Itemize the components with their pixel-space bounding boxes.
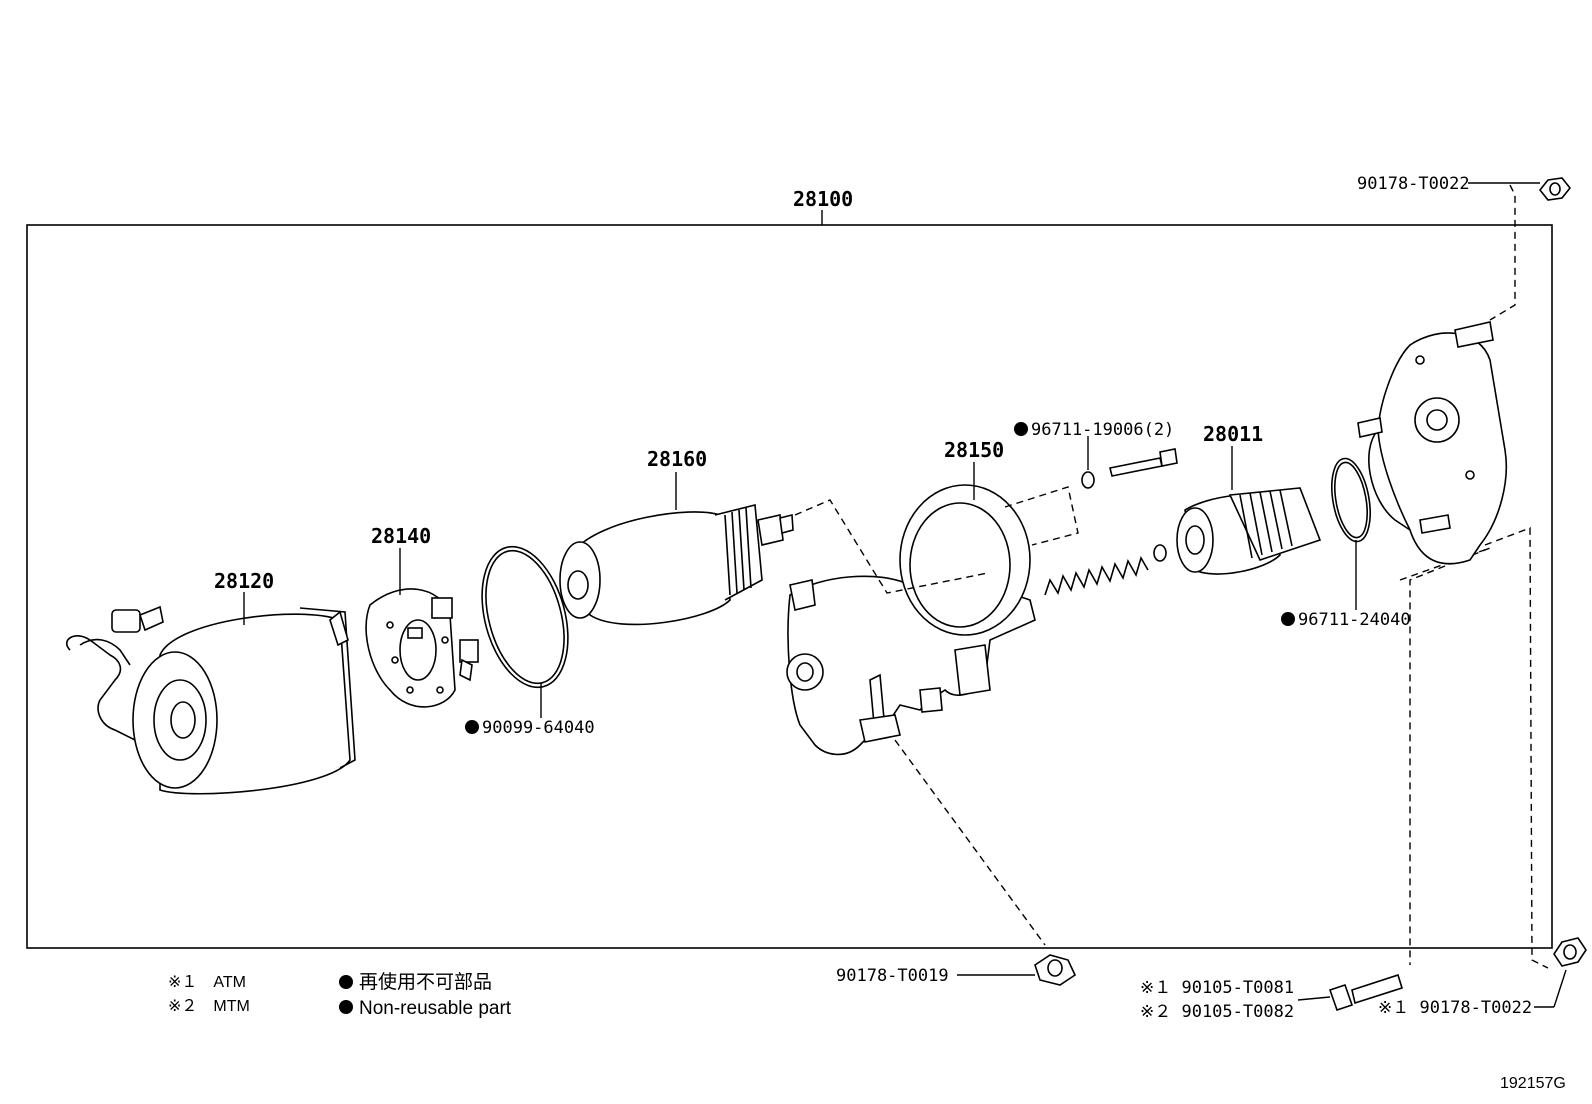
oring-96711-19006-drawing[interactable] — [1081, 448, 1178, 489]
legend-bullet-icon — [339, 1000, 353, 1014]
bolt-drawing[interactable] — [1328, 973, 1403, 1012]
assembly-boundary-box — [26, 224, 1553, 949]
label-nut-bottom[interactable]: 90178-T0019 — [836, 966, 949, 986]
leader-nut-right — [1553, 969, 1567, 1008]
nut-right-drawing[interactable] — [1553, 937, 1587, 967]
label-28150[interactable]: 28150 — [944, 438, 1004, 462]
label-28120[interactable]: 28120 — [214, 569, 274, 593]
label-bolt-atm[interactable]: ※１ 90105-T0081 — [1140, 978, 1294, 998]
oring-96711-24040-drawing[interactable] — [1326, 456, 1376, 545]
dashed-bolt-line — [1484, 526, 1549, 969]
label-28011[interactable]: 28011 — [1203, 422, 1263, 446]
armature-28160-drawing[interactable] — [559, 503, 794, 626]
label-96711-24040[interactable]: 96711-24040 — [1298, 610, 1411, 630]
nut-top-drawing[interactable] — [1538, 177, 1572, 201]
leader-bolt — [1297, 996, 1331, 1001]
dashed-alignment-line — [1004, 486, 1079, 546]
yoke-28120-drawing[interactable] — [66, 605, 356, 795]
legend-non-reusable-jp: 再使用不可部品 — [359, 971, 492, 993]
non-reusable-bullet-icon — [465, 720, 479, 734]
dashed-alignment-line — [794, 499, 989, 594]
pinion-28011-drawing[interactable] — [1176, 487, 1322, 575]
label-bolt-mtm[interactable]: ※２ 90105-T0082 — [1140, 1002, 1294, 1022]
label-28160[interactable]: 28160 — [647, 447, 707, 471]
figure-id: 192157G — [1500, 1075, 1566, 1092]
label-nut-top[interactable]: 90178-T0022 — [1357, 174, 1470, 194]
dashed-bolt-line — [1489, 184, 1516, 321]
non-reusable-bullet-icon — [1281, 612, 1295, 626]
label-90099-64040[interactable]: 90099-64040 — [482, 718, 595, 738]
legend-non-reusable-en: Non-reusable part — [359, 998, 512, 1019]
legend-note-atm: ※１ ATM — [168, 974, 246, 991]
dashed-bolt-line — [1399, 547, 1491, 965]
oring-90099-64040-drawing[interactable] — [468, 537, 583, 697]
dashed-bolt-line — [894, 739, 1046, 946]
brush-holder-28140-drawing[interactable] — [365, 588, 479, 708]
non-reusable-bullet-icon — [1014, 422, 1028, 436]
label-96711-19006[interactable]: 96711-19006(2) — [1031, 420, 1174, 440]
legend-bullet-icon — [339, 975, 353, 989]
label-28140[interactable]: 28140 — [371, 524, 431, 548]
nut-bottom-drawing[interactable] — [1034, 954, 1077, 986]
housing-28150-drawing[interactable] — [786, 484, 1036, 756]
assembly-number-label[interactable]: 28100 — [793, 187, 853, 211]
label-nut-right[interactable]: ※１ 90178-T0022 — [1378, 998, 1532, 1018]
drive-end-frame-drawing[interactable] — [1357, 321, 1508, 565]
spring-drawing[interactable] — [1044, 544, 1167, 596]
legend-note-mtm: ※２ MTM — [168, 998, 250, 1015]
